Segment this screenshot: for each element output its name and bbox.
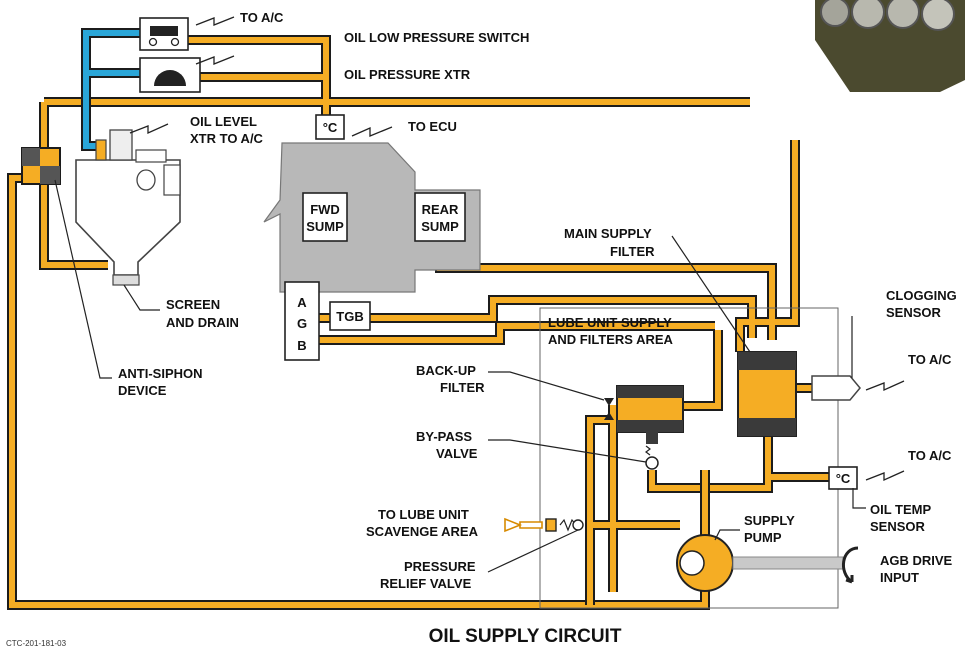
fwd-sump	[302, 192, 348, 242]
label-oil-level-xtr-2: XTR TO A/C	[190, 131, 264, 146]
oil-low-pressure-switch	[139, 17, 189, 51]
backup-filter	[604, 385, 684, 444]
label-relief-2: RELIEF VALVE	[380, 576, 472, 591]
label-relief-1: PRESSURE	[404, 559, 476, 574]
label-backup-2: FILTER	[440, 380, 485, 395]
label-bypass-2: VALVE	[436, 446, 478, 461]
label-anti-siphon-2: DEVICE	[118, 383, 167, 398]
label-scavenge-2: SCAVENGE AREA	[366, 524, 479, 539]
label-agb-g: G	[297, 316, 307, 331]
label-agb-drive-1: AGB DRIVE	[880, 553, 953, 568]
tgb-box	[329, 301, 371, 331]
label-rear-sump-1: REAR	[422, 202, 459, 217]
oil-tank	[75, 129, 181, 286]
label-temp-unit-oil: °C	[836, 471, 851, 486]
main-supply-filter	[737, 351, 797, 437]
label-clogging-1: CLOGGING	[886, 288, 957, 303]
label-clogging-2: SENSOR	[886, 305, 942, 320]
label-fwd-sump-1: FWD	[310, 202, 340, 217]
label-lube-area-1: LUBE UNIT SUPPLY	[548, 315, 672, 330]
leader-lines	[54, 179, 866, 573]
diagram-reference: CTC-201-181-03	[6, 639, 67, 648]
clogging-sensor	[811, 375, 861, 401]
signal-arrows	[129, 16, 905, 482]
label-main-supply-filter-2: FILTER	[610, 244, 655, 259]
label-temp-unit-ecu: °C	[323, 120, 338, 135]
label-bypass-1: BY-PASS	[416, 429, 472, 444]
label-to-ac-temp: TO A/C	[908, 448, 952, 463]
label-scavenge-1: TO LUBE UNIT	[378, 507, 469, 522]
oil-temp-sensor	[828, 466, 858, 490]
label-oil-temp-2: SENSOR	[870, 519, 926, 534]
label-tgb: TGB	[336, 309, 363, 324]
anti-siphon-device	[21, 147, 61, 185]
label-backup-1: BACK-UP	[416, 363, 476, 378]
label-screen-drain-2: AND DRAIN	[166, 315, 239, 330]
label-rear-sump-2: SUMP	[421, 219, 459, 234]
label-supply-pump-2: PUMP	[744, 530, 782, 545]
rear-sump	[414, 192, 466, 242]
engine-body	[263, 114, 481, 361]
label-anti-siphon-1: ANTI-SIPHON	[118, 366, 203, 381]
label-fwd-sump-2: SUMP	[306, 219, 344, 234]
lube-unit-area-box	[539, 307, 839, 609]
label-oil-temp-1: OIL TEMP	[870, 502, 931, 517]
label-to-ac-clog: TO A/C	[908, 352, 952, 367]
label-oil-pressure-xtr: OIL PRESSURE XTR	[344, 67, 471, 82]
label-screen-drain-1: SCREEN	[166, 297, 220, 312]
component-photo-inset	[815, 0, 965, 92]
label-agb-b: B	[297, 338, 306, 353]
supply-pump	[676, 534, 859, 592]
pressure-relief-valve	[504, 517, 584, 533]
label-to-ac-top: TO A/C	[240, 10, 284, 25]
bypass-valve	[645, 445, 659, 470]
diagram-title: OIL SUPPLY CIRCUIT	[429, 626, 622, 647]
label-lube-area-2: AND FILTERS AREA	[548, 332, 674, 347]
label-main-supply-filter-1: MAIN SUPPLY	[564, 226, 652, 241]
temp-sensor-ecu	[315, 114, 345, 140]
label-agb-drive-2: INPUT	[880, 570, 919, 585]
label-oil-low-pressure-switch: OIL LOW PRESSURE SWITCH	[344, 30, 529, 45]
diagram-labels: TO A/C OIL LOW PRESSURE SWITCH OIL PRESS…	[6, 10, 957, 648]
label-supply-pump-1: SUPPLY	[744, 513, 795, 528]
label-agb-a: A	[297, 295, 307, 310]
agb-box	[284, 281, 320, 361]
oil-pipes	[7, 35, 830, 610]
oil-pressure-transmitter	[139, 57, 201, 93]
label-oil-level-xtr-1: OIL LEVEL	[190, 114, 257, 129]
label-to-ecu: TO ECU	[408, 119, 457, 134]
